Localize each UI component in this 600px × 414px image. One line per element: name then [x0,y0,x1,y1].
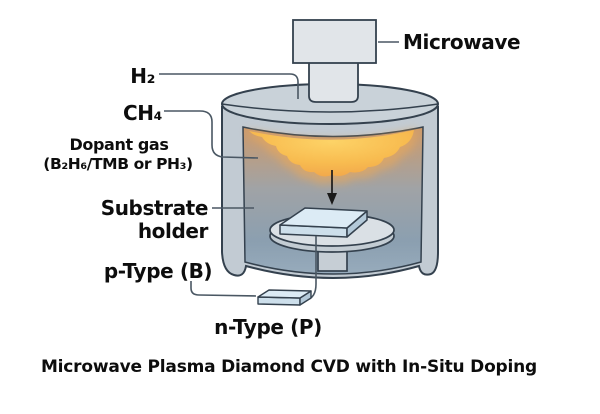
n-type-label: n-Type (P) [214,315,322,339]
diagram-caption: Microwave Plasma Diamond CVD with In-Sit… [41,357,537,377]
downward-arrow-icon [327,170,337,205]
dopant-gas-label-line1: Dopant gas [70,135,169,154]
h2-label: H₂ [130,64,155,88]
microwave-waveguide [292,19,377,64]
chamber-lid-rim [221,103,439,113]
p-type-label: p-Type (B) [104,259,212,283]
ptype-pointer-line [190,281,257,297]
substrate-plate [279,207,368,238]
plasma-core [249,130,414,177]
sample-plate [257,289,312,306]
substrate-holder-label-line1: Substrate [101,196,208,220]
substrate-holder-label-line2: holder [138,219,209,243]
h2-pointer-line [159,73,299,99]
ch4-label: CH₄ [123,101,162,125]
waveguide-stem [308,61,359,103]
microwave-label: Microwave [403,30,520,54]
dopant-gas-label-line2: (B₂H₆/TMB or PH₃) [43,155,192,173]
ch4-pointer-line [164,110,259,159]
